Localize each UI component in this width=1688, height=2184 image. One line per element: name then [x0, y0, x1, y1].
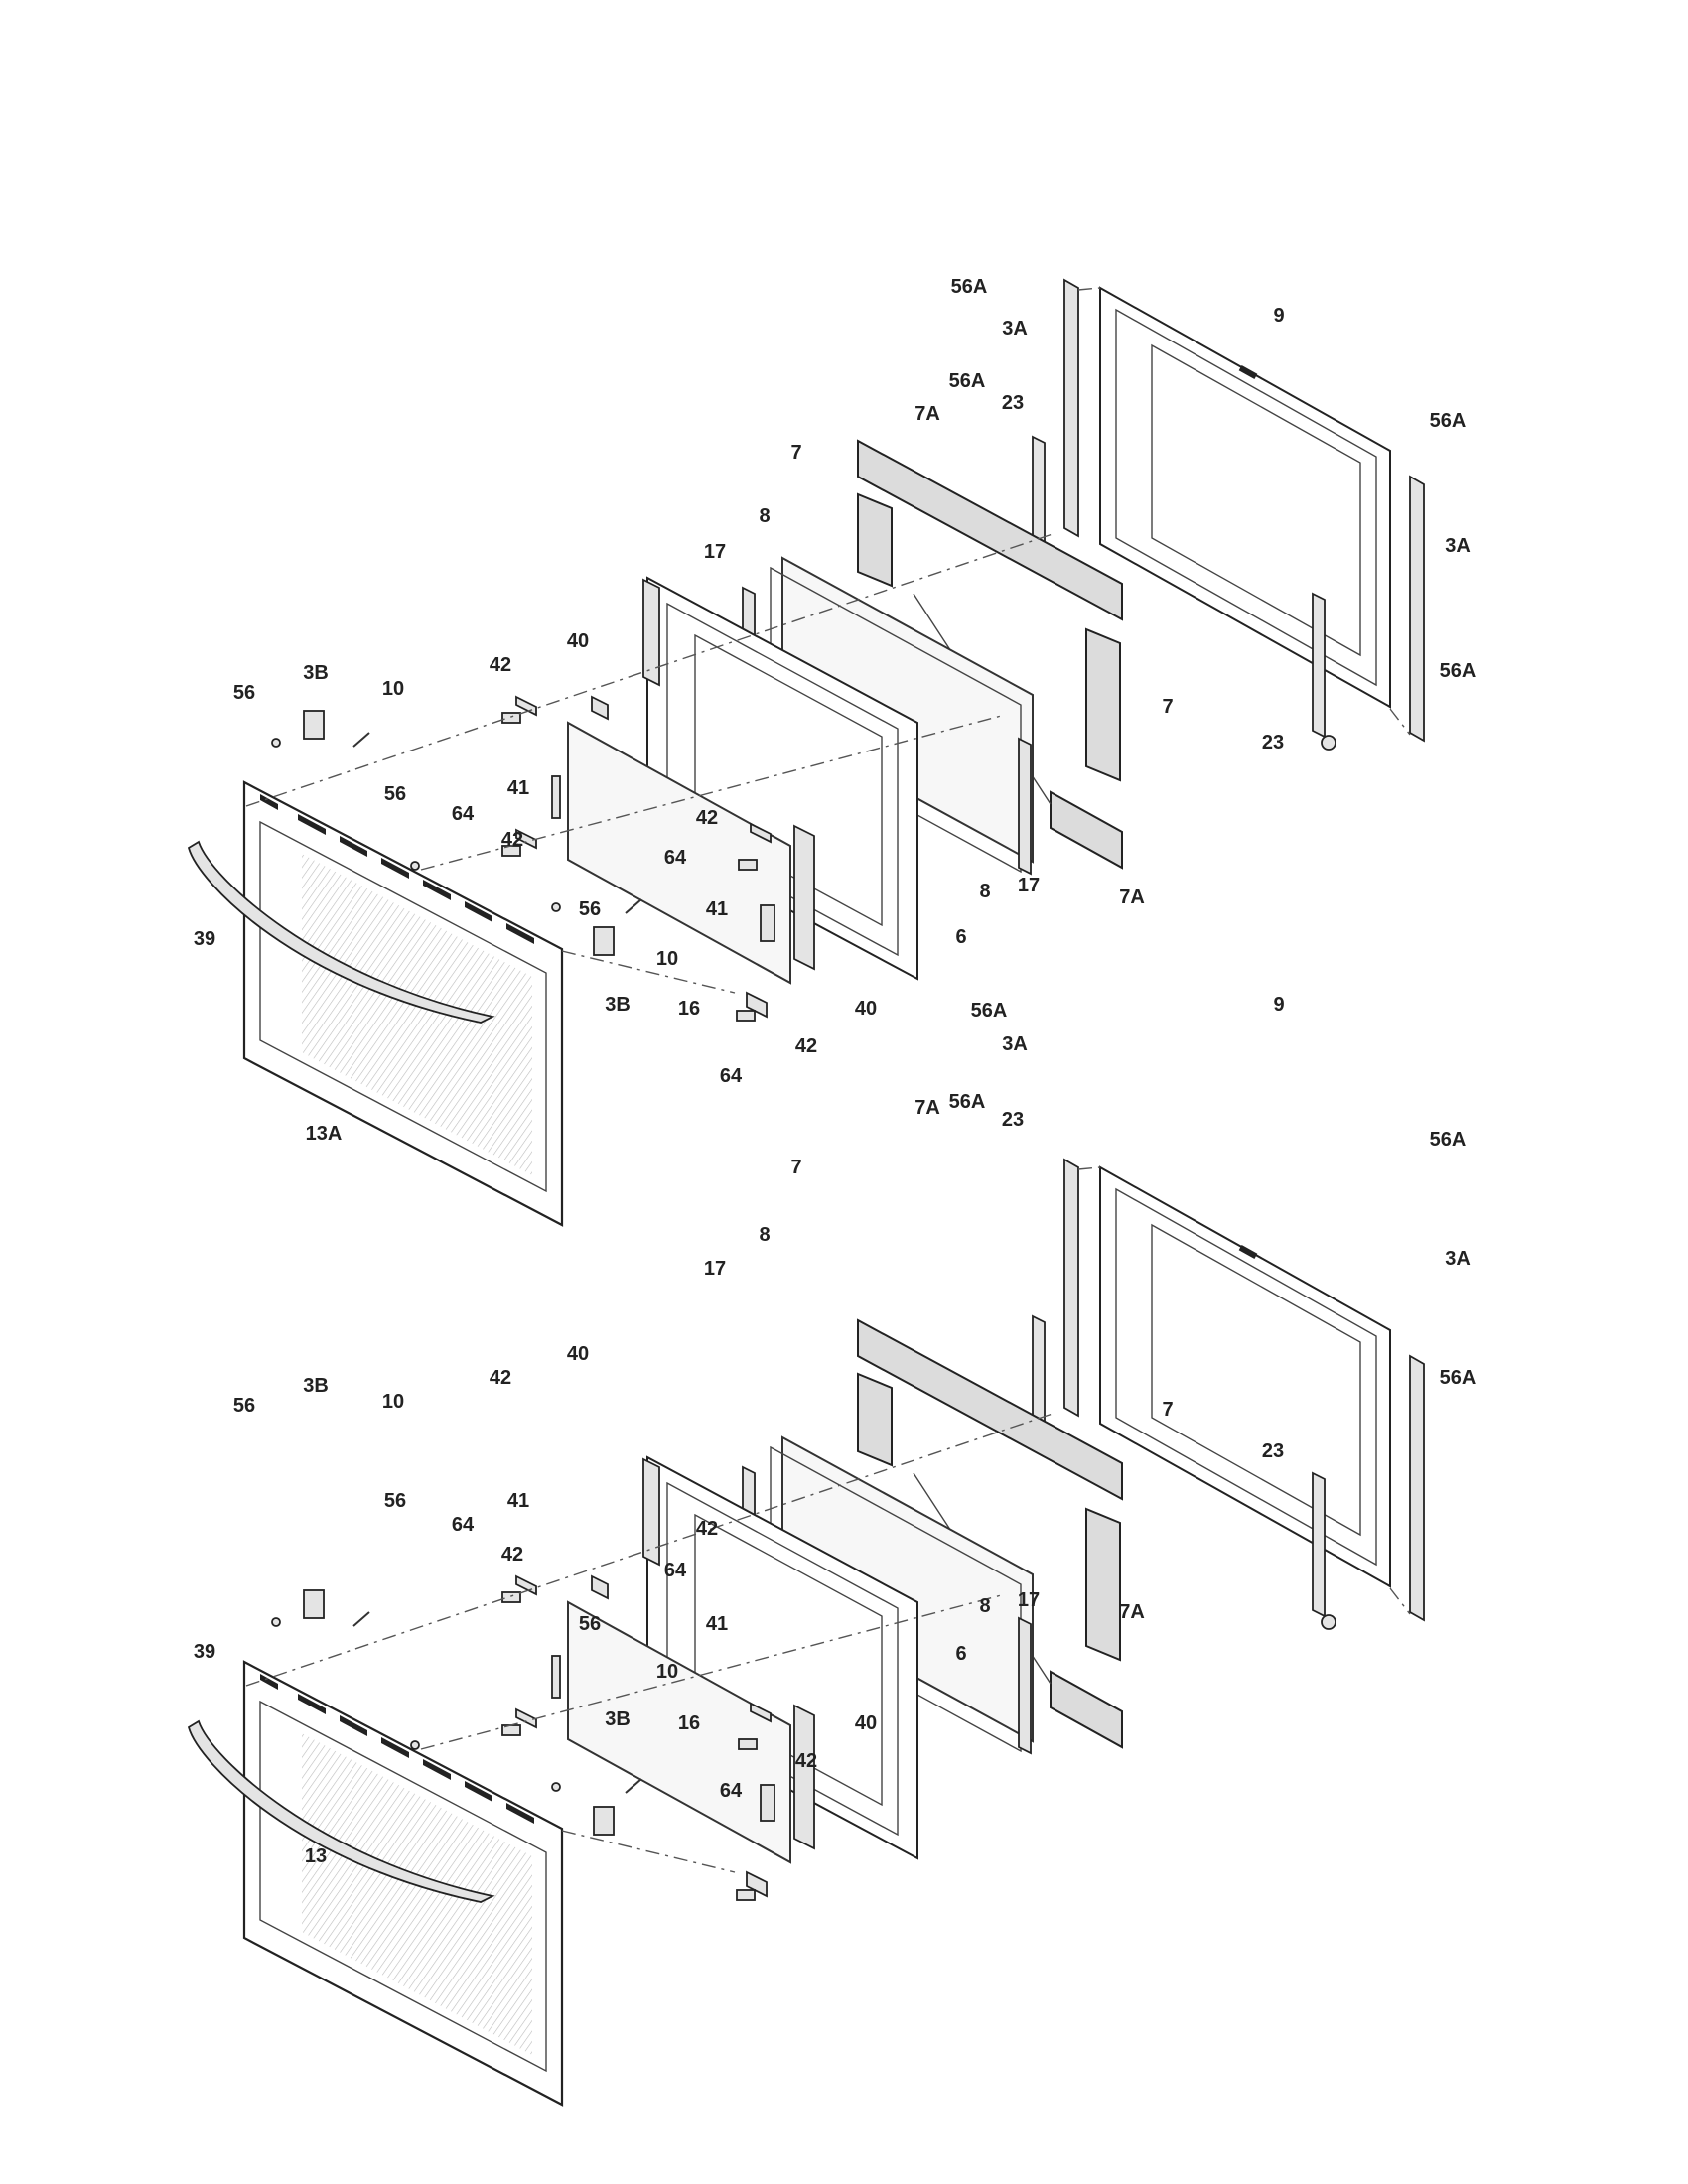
callout: 17	[704, 1258, 726, 1280]
lower-callouts: 56A 3A 9 56A 23 7A 7 8 17 56A 3A 56A 7 2…	[194, 994, 1476, 1867]
callout: 16	[678, 998, 700, 1020]
callout: 9	[1273, 994, 1284, 1016]
callout: 7A	[914, 1097, 940, 1119]
callout: 17	[704, 541, 726, 563]
callout: 56	[384, 783, 406, 805]
callout: 56A	[971, 1000, 1008, 1022]
callout: 8	[979, 1595, 990, 1617]
callout: 56	[233, 682, 255, 704]
callout: 3A	[1002, 318, 1028, 340]
callout: 7A	[914, 403, 940, 425]
callout: 17	[1018, 875, 1040, 896]
callout: 41	[706, 1613, 728, 1635]
callout: 23	[1002, 1109, 1024, 1131]
callout: 7A	[1119, 1601, 1145, 1623]
callout: 56	[384, 1490, 406, 1512]
callout: 10	[382, 678, 404, 700]
callout: 64	[452, 1514, 475, 1536]
callout: 64	[664, 847, 687, 869]
callout: 40	[567, 1343, 589, 1365]
callout: 8	[979, 881, 990, 902]
callout: 42	[501, 829, 523, 851]
callout: 56A	[1430, 1129, 1467, 1151]
callout: 3B	[605, 994, 631, 1016]
callout: 7	[790, 1157, 801, 1178]
callout: 56A	[1440, 1367, 1477, 1389]
callout: 23	[1002, 392, 1024, 414]
callout: 42	[501, 1544, 523, 1566]
callout: 3A	[1002, 1033, 1028, 1055]
callout: 56A	[949, 370, 986, 392]
callout: 42	[795, 1035, 817, 1057]
callout: 42	[795, 1750, 817, 1772]
callout: 7	[1162, 696, 1173, 718]
callout: 42	[490, 1367, 511, 1389]
callout: 3A	[1445, 1248, 1471, 1270]
callout: 41	[706, 898, 728, 920]
callout: 13	[305, 1845, 327, 1867]
callout: 42	[490, 654, 511, 676]
callout: 40	[855, 998, 877, 1020]
callout: 3A	[1445, 535, 1471, 557]
callout: 7	[1162, 1399, 1173, 1421]
callout: 23	[1262, 1440, 1284, 1462]
callout: 3B	[605, 1708, 631, 1730]
callout: 39	[194, 928, 215, 950]
callout: 16	[678, 1712, 700, 1734]
callout: 42	[696, 1518, 718, 1540]
callout: 56	[579, 898, 601, 920]
callout: 64	[452, 803, 475, 825]
upper-callouts: 56A 3A 9 56A 23 7A 7 8 17 56A 3A 56A 7 2…	[194, 276, 1476, 1145]
callout: 8	[759, 1224, 770, 1246]
callout: 40	[855, 1712, 877, 1734]
callout: 39	[194, 1641, 215, 1663]
callout: 56	[579, 1613, 601, 1635]
callout: 7	[790, 442, 801, 464]
callout: 10	[382, 1391, 404, 1413]
callout: 10	[656, 948, 678, 970]
callout: 41	[507, 777, 529, 799]
lower-door-assembly	[187, 1158, 1426, 2107]
callout: 3B	[303, 1375, 329, 1397]
callout: 23	[1262, 732, 1284, 753]
callout: 42	[696, 807, 718, 829]
callout: 13A	[306, 1123, 343, 1145]
callout: 41	[507, 1490, 529, 1512]
callout: 3B	[303, 662, 329, 684]
callout: 64	[720, 1780, 743, 1802]
callout: 6	[955, 1643, 966, 1665]
callout: 9	[1273, 305, 1284, 327]
callout: 64	[664, 1560, 687, 1581]
callout: 7A	[1119, 887, 1145, 908]
callout: 10	[656, 1661, 678, 1683]
upper-door-assembly	[187, 278, 1426, 1227]
callout: 56A	[951, 276, 988, 298]
callout: 56A	[1430, 410, 1467, 432]
callout: 56A	[1440, 660, 1477, 682]
callout: 56A	[949, 1091, 986, 1113]
callout: 56	[233, 1395, 255, 1417]
callout: 8	[759, 505, 770, 527]
callout: 6	[955, 926, 966, 948]
callout: 64	[720, 1065, 743, 1087]
callout: 40	[567, 630, 589, 652]
callout: 17	[1018, 1589, 1040, 1611]
